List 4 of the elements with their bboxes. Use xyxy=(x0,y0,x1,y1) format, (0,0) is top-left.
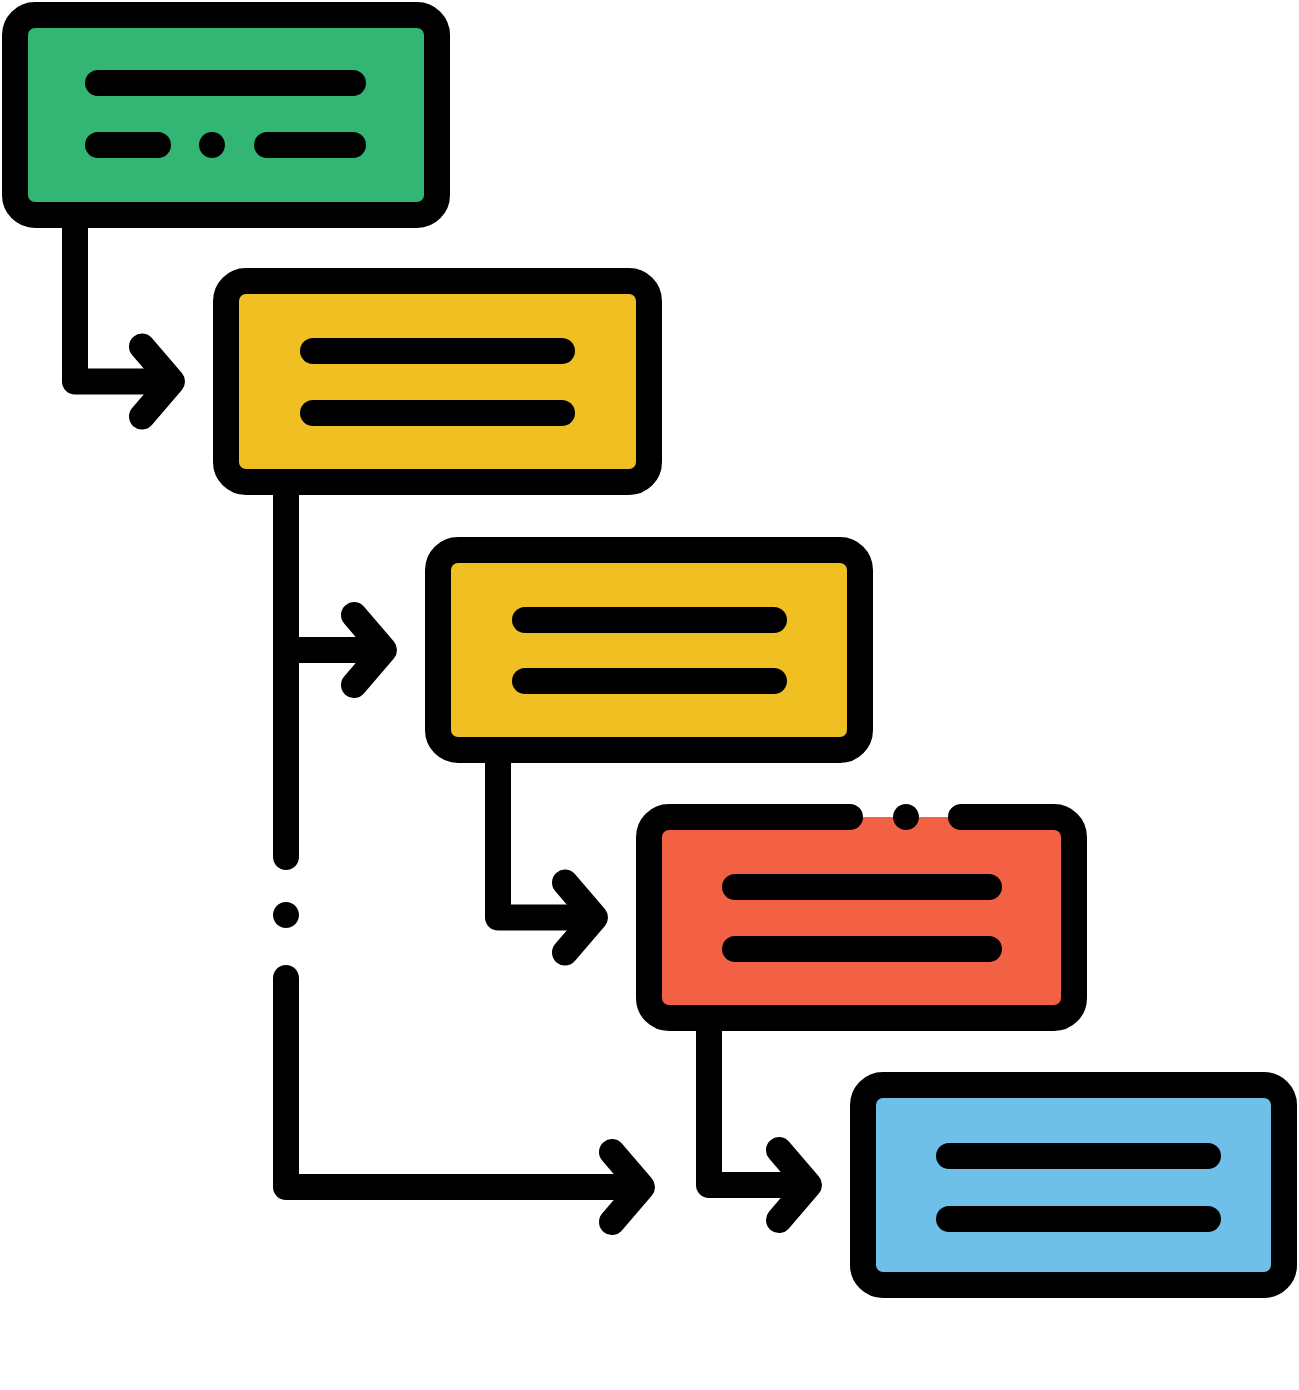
arrow xyxy=(696,1031,822,1233)
arrow xyxy=(485,763,608,966)
arrow xyxy=(62,228,185,430)
connector-line xyxy=(273,495,299,870)
